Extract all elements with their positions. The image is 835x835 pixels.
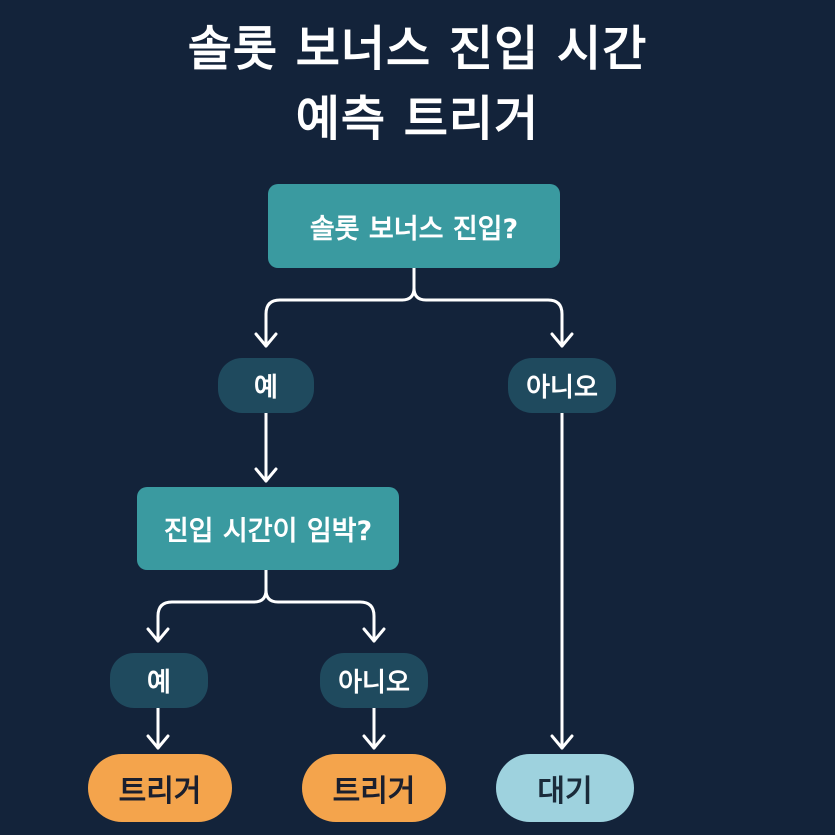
arrowhead-trigger-a xyxy=(146,734,170,750)
trigger-node-b: 트리거 xyxy=(302,754,446,822)
arrowhead-q1-yes xyxy=(254,332,278,348)
answer-node-q2-yes: 예 xyxy=(110,653,208,708)
connector-q2-right xyxy=(264,588,376,643)
trigger-node-a: 트리거 xyxy=(88,754,232,822)
arrowhead-q2-yes xyxy=(146,627,170,643)
decision-node-entry-imminent: 진입 시간이 임박? xyxy=(137,487,399,570)
answer-node-q2-no: 아니오 xyxy=(320,653,428,708)
arrowhead-trigger-b xyxy=(362,734,386,750)
answer-node-q1-yes: 예 xyxy=(218,358,314,413)
diagram-title-line-2: 예측 트리거 xyxy=(295,91,540,147)
arrowhead-wait xyxy=(550,734,574,750)
arrowhead-q2 xyxy=(254,467,278,483)
diagram-title-line-1: 솔롯 보너스 진입 시간 xyxy=(187,21,648,77)
wait-node: 대기 xyxy=(496,754,634,822)
connector-q1-to-yes xyxy=(264,298,404,348)
decision-node-bonus-entry: 솔롯 보너스 진입? xyxy=(268,184,560,268)
answer-node-q1-no: 아니오 xyxy=(508,358,616,413)
connector-q2-to-yes xyxy=(156,600,256,643)
arrowhead-q2-no xyxy=(362,627,386,643)
connector-q2-trunk xyxy=(252,568,268,604)
arrowhead-q1-no xyxy=(550,332,574,348)
connector-q1-right xyxy=(412,286,564,348)
connector-q1-trunk xyxy=(400,266,416,302)
